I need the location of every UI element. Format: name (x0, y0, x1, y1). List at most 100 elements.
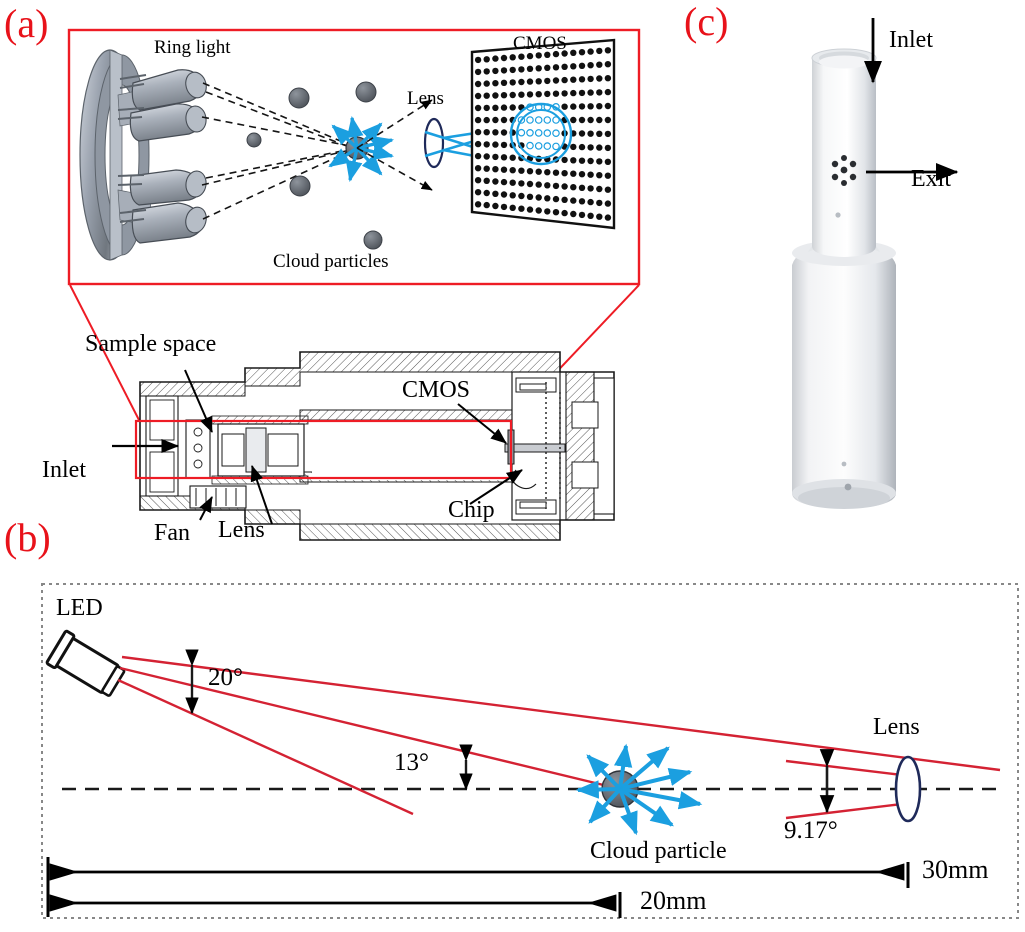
cmos-pixel (500, 116, 508, 124)
label-dim-30mm: 30mm (922, 855, 989, 884)
cmos-pixel (552, 182, 560, 190)
cmos-pixel (483, 129, 490, 136)
cmos-pixel (500, 154, 508, 161)
cmos-pixel (561, 209, 568, 217)
cmos-pixel (596, 103, 603, 110)
panel-b-frame (41, 583, 1019, 919)
cmos-pixel (578, 89, 586, 97)
cmos-pixel (570, 103, 577, 110)
cmos-pixel (518, 167, 525, 174)
cmos-pixel (500, 54, 508, 62)
cmos-pixel (552, 129, 560, 138)
cmos-pixel (544, 182, 551, 189)
cmos-pixel (604, 47, 612, 54)
cmos-pixel (561, 63, 568, 70)
cmos-pixel (596, 158, 603, 165)
cmos-pixel (483, 68, 490, 75)
cmos-pixel (544, 90, 551, 98)
cmos-pixel (604, 102, 612, 110)
cmos-pixel (570, 143, 577, 151)
cmos-pixel (604, 158, 612, 165)
ring-light-assembly (79, 49, 207, 261)
cross-section-leaders (184, 369, 523, 525)
cmos-pixel (474, 56, 482, 64)
cmos-pixel (587, 212, 594, 219)
cmos-pixel (483, 141, 490, 148)
cmos-pixel (578, 184, 586, 191)
cmos-pixel (578, 62, 586, 69)
cmos-pixel (596, 144, 603, 151)
cmos-pixel (596, 199, 603, 207)
cmos-pixel (561, 76, 568, 84)
scatter-arrows (328, 115, 394, 182)
cross-section-highlight-box (134, 419, 513, 480)
label-panel-b-lens: Lens (873, 714, 920, 740)
cmos-pixel (587, 144, 594, 151)
cmos-pixel (483, 104, 490, 112)
cmos-pixel (509, 91, 516, 99)
cmos-pixel (544, 169, 551, 176)
cmos-pixel (587, 61, 594, 69)
panel-b-lens (894, 755, 922, 823)
cmos-pixel (526, 141, 534, 150)
label-sample-space: Sample space (85, 331, 217, 357)
cmos-pixel (552, 195, 560, 203)
cmos-pixel (587, 75, 594, 83)
lens-fov-dashes (356, 99, 433, 191)
cmos-pixel (561, 156, 568, 164)
label-cross-cmos: CMOS (402, 377, 471, 403)
cmos-pixel (526, 116, 534, 124)
cmos-pixel (535, 181, 542, 188)
cmos-pixel (492, 153, 499, 161)
cmos-pixel (500, 203, 508, 211)
collection-cone (785, 759, 903, 820)
cmos-pixel (483, 177, 490, 184)
cmos-pixel (604, 186, 612, 193)
cmos-pixel (518, 53, 525, 60)
cmos-pixel (500, 178, 508, 186)
cmos-pixel (570, 63, 577, 70)
cmos-pixel (518, 78, 525, 86)
cmos-pixel (509, 66, 516, 74)
cmos-pixel (492, 166, 499, 173)
cmos-pixel (604, 60, 612, 68)
cmos-pixel (526, 78, 534, 85)
label-dim-20mm: 20mm (640, 886, 707, 915)
cmos-pixel (596, 47, 603, 55)
cmos-pixel (526, 168, 534, 175)
cmos-pixel (526, 180, 534, 188)
cmos-pixel (578, 157, 586, 164)
cmos-pixel (587, 185, 594, 192)
cmos-pixel (500, 67, 508, 74)
cmos-pixel (500, 191, 508, 198)
panel-b-scatter-arrows (575, 743, 703, 836)
cmos-pixel (535, 52, 542, 59)
cmos-pixel (604, 214, 612, 221)
probe-cross-section (112, 351, 615, 541)
cmos-pixel (587, 157, 594, 165)
cmos-pixel (552, 169, 560, 176)
label-angle-917: 9.17° (784, 817, 838, 844)
cmos-pixel (570, 170, 577, 177)
cmos-pixel (492, 141, 499, 148)
label-cloud-particle: Cloud particle (590, 838, 727, 864)
cmos-pixel (596, 75, 603, 82)
label-angle-20: 20° (208, 664, 243, 691)
cmos-sensor (470, 38, 616, 230)
label-inlet-cross: Inlet (42, 457, 86, 483)
cmos-pixel (578, 116, 586, 124)
panel-label-b: (b) (4, 515, 51, 560)
cmos-pixel (500, 166, 508, 173)
cmos-pixel (509, 79, 516, 86)
cmos-pixel (587, 198, 594, 206)
cmos-pixel (561, 103, 568, 110)
cmos-pixel (534, 142, 543, 150)
cmos-pixel (544, 195, 551, 202)
cmos-pixel (570, 210, 577, 218)
label-ring-light: Ring light (154, 37, 231, 58)
cmos-pixel (483, 80, 490, 87)
cmos-pixel (526, 91, 534, 98)
cmos-pixel (500, 79, 508, 87)
